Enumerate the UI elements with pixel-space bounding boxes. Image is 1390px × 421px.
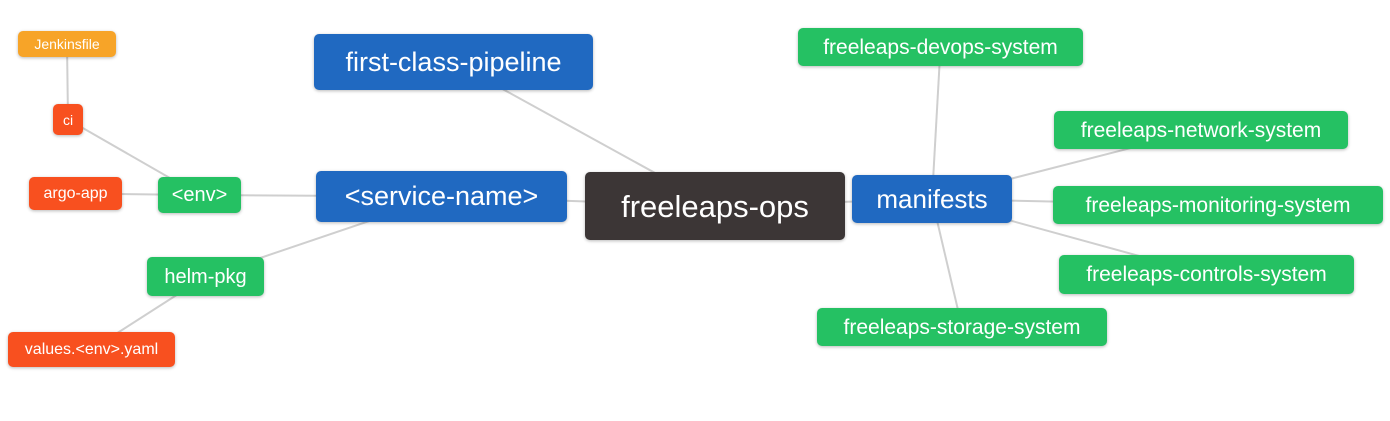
node-manifests[interactable]: manifests: [852, 175, 1012, 223]
node-jenkinsfile[interactable]: Jenkinsfile: [18, 31, 116, 57]
node-helm-pkg[interactable]: helm-pkg: [147, 257, 264, 296]
node-values-env-yaml[interactable]: values.<env>.yaml: [8, 332, 175, 367]
node-freeleaps-ops[interactable]: freeleaps-ops: [585, 172, 845, 240]
node-freeleaps-monitoring-system[interactable]: freeleaps-monitoring-system: [1053, 186, 1383, 224]
node-ci[interactable]: ci: [53, 104, 83, 135]
node-freeleaps-storage-system[interactable]: freeleaps-storage-system: [817, 308, 1107, 346]
edge-manifests--freeleaps-devops-system: [931, 46, 942, 200]
node-freeleaps-devops-system[interactable]: freeleaps-devops-system: [798, 28, 1083, 66]
node-freeleaps-network-system[interactable]: freeleaps-network-system: [1054, 111, 1348, 149]
node-freeleaps-controls-system[interactable]: freeleaps-controls-system: [1059, 255, 1354, 294]
node-first-class-pipeline[interactable]: first-class-pipeline: [314, 34, 593, 90]
node-env[interactable]: <env>: [158, 177, 241, 213]
node-argo-app[interactable]: argo-app: [29, 177, 122, 210]
node-service-name[interactable]: <service-name>: [316, 171, 567, 222]
